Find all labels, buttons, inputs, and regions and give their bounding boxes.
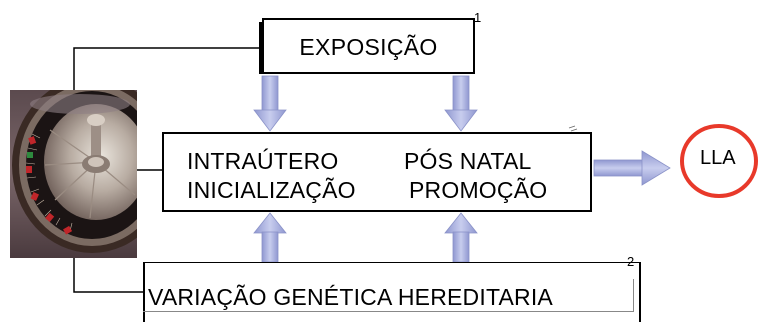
roulette-wheel-image (10, 90, 137, 258)
intrauterine-label: INTRAÚTERO (187, 148, 339, 174)
genetic-text-underline (143, 311, 634, 312)
initialization-label: INICIALIZAÇÃO (187, 177, 356, 203)
genetic-text-rightline (633, 279, 634, 312)
top-corner-mark: 1 (474, 10, 482, 25)
connector-line-bottom (73, 258, 143, 293)
exposure-box-shadow (259, 22, 262, 74)
bottom-corner-mark: 2 (627, 254, 635, 269)
timing-box: INTRAÚTERO INICIALIZAÇÃO PÓS NATAL PROMO… (162, 132, 592, 212)
right-arrow-to-lla (593, 150, 671, 186)
postnatal-label: PÓS NATAL (404, 148, 532, 174)
genetic-variation-label: VARIAÇÃO GENÉTICA HEREDITARIA (148, 284, 553, 310)
down-arrow-left (253, 75, 287, 132)
up-arrow-right (444, 212, 478, 263)
exposure-box: EXPOSIÇÃO (259, 18, 475, 74)
lla-highlight-ellipse (680, 124, 758, 198)
connector-line-top (73, 47, 262, 92)
promotion-label: PROMOÇÃO (409, 177, 548, 203)
genetic-variation-box (143, 262, 641, 322)
lla-label: LLA (700, 147, 736, 169)
down-arrow-right (444, 75, 478, 132)
up-arrow-left (253, 212, 287, 263)
exposure-label: EXPOSIÇÃO (299, 34, 438, 60)
